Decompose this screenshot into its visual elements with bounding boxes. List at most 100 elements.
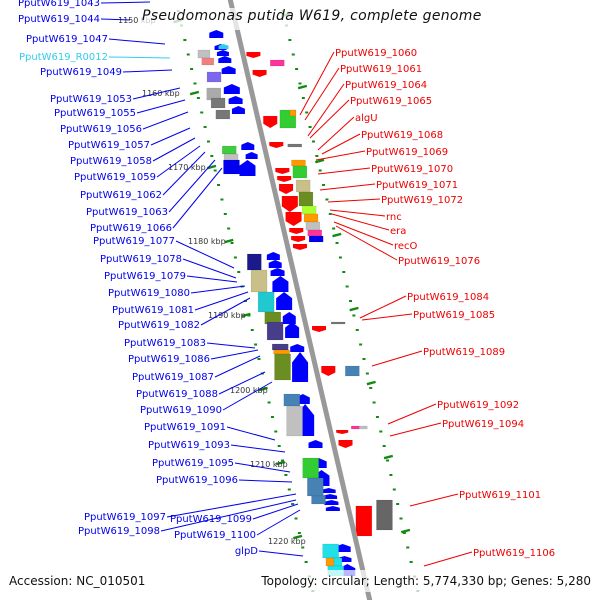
gene-block [330, 321, 346, 325]
leader-line [182, 258, 237, 279]
forward-gene-arrow [218, 44, 229, 49]
forward-gene-label: PputW619_1080 [108, 288, 190, 299]
tick-mark [298, 82, 302, 85]
tick-mark [217, 184, 221, 186]
gene-block [325, 557, 335, 567]
reverse-gene-arrow [275, 168, 290, 174]
forward-gene-label: PputW619_1057 [68, 140, 150, 151]
forward-gene-label: PputW619_1088 [136, 389, 218, 400]
tick-label: 1220 kbp [268, 537, 306, 546]
forward-gene-arrow [221, 66, 236, 74]
tick-mark [375, 416, 379, 418]
major-tick [292, 534, 303, 540]
forward-gene-arrow [239, 160, 256, 176]
leader-line [317, 116, 355, 151]
tick-mark [291, 53, 295, 56]
feature-layer [197, 30, 393, 577]
tick-mark [281, 459, 285, 462]
forward-gene-label: PputW619_1062 [80, 190, 162, 201]
forward-gene-arrow [209, 30, 224, 38]
tick-mark [345, 285, 349, 288]
gene-block [351, 425, 360, 430]
tick-label: 1200 kbp [230, 386, 268, 395]
leader-line [190, 285, 246, 294]
forward-gene-label: PputW619_1095 [152, 458, 234, 469]
reverse-gene-label: PputW619_1101 [459, 490, 541, 501]
tick-mark [338, 256, 342, 259]
gene-block [308, 235, 324, 243]
reverse-gene-label: PputW619_1071 [376, 180, 458, 191]
leader-line [142, 111, 189, 130]
forward-gene-arrow [282, 312, 296, 324]
leader-line [409, 493, 459, 507]
gene-block [301, 205, 317, 215]
reverse-gene-arrow [289, 228, 304, 234]
forward-gene-label: PputW619_1043 [18, 0, 100, 9]
leader-line [168, 159, 216, 213]
tick-mark [308, 126, 312, 128]
leader-line [150, 127, 191, 146]
gene-block [307, 477, 324, 497]
forward-gene-label: PputW619_1091 [144, 422, 226, 433]
leader-line [309, 99, 350, 139]
forward-gene-label: PputW619_1056 [60, 124, 142, 135]
major-tick [189, 90, 200, 96]
forward-gene-label: glpD [235, 546, 258, 557]
forward-gene-label: PputW619_1047 [26, 34, 108, 45]
leader-line [230, 444, 286, 453]
reverse-gene-label: PputW619_1060 [335, 48, 417, 59]
leader-line [299, 51, 335, 116]
tick-mark [301, 97, 305, 99]
major-tick [349, 306, 359, 312]
tick-mark [250, 329, 254, 331]
gene-block [322, 543, 339, 559]
forward-gene-arrow [218, 56, 232, 63]
forward-gene-label: PputW619_1087 [132, 372, 214, 383]
forward-gene-arrow [228, 96, 243, 104]
forward-gene-label: PputW619_1098 [78, 526, 160, 537]
tick-mark [362, 358, 366, 360]
tick-mark [237, 271, 241, 273]
tick-mark [359, 343, 363, 346]
genome-summary-text: Topology: circular; Length: 5,774,330 bp… [261, 574, 591, 588]
forward-gene-arrow [321, 488, 336, 493]
major-tick [366, 380, 376, 386]
forward-gene-label: PputW619_1090 [140, 405, 222, 416]
forward-gene-label: PputW619_R0012 [19, 52, 108, 63]
tick-mark [196, 97, 200, 99]
gene-block [359, 425, 368, 430]
tick-mark [288, 39, 292, 41]
forward-gene-label: PputW619_1100 [174, 530, 256, 541]
leader-line [122, 69, 173, 73]
reverse-gene-arrow [285, 212, 302, 226]
tick-mark [213, 169, 217, 172]
gene-block [283, 393, 301, 407]
gene-block [201, 57, 215, 66]
leader-line [108, 38, 166, 45]
gene-block [210, 97, 226, 109]
forward-gene-arrow [308, 440, 323, 448]
gene-block [197, 49, 211, 59]
forward-gene-arrow [290, 344, 305, 352]
forward-gene-arrow [231, 106, 245, 114]
reverse-gene-label: PputW619_1065 [350, 96, 432, 107]
major-tick [315, 158, 325, 164]
tick-mark [352, 314, 356, 317]
forward-gene-label: PputW619_1053 [50, 94, 132, 105]
tick-mark [206, 140, 210, 143]
forward-gene-arrow [323, 494, 338, 499]
reverse-gene-arrow [252, 70, 267, 77]
leader-line [108, 56, 171, 59]
tick-label: 1190 kbp [208, 311, 246, 320]
forward-gene-label: PputW619_1099 [170, 514, 252, 525]
tick-mark [396, 503, 400, 505]
tick-mark [399, 517, 403, 520]
tick-mark [328, 213, 332, 215]
major-tick [332, 232, 342, 238]
forward-gene-arrow [245, 152, 258, 159]
leader-line [162, 151, 206, 196]
gene-block [302, 457, 319, 479]
tick-mark [409, 561, 413, 563]
reverse-gene-arrow [336, 430, 349, 434]
tick-mark [203, 126, 207, 128]
